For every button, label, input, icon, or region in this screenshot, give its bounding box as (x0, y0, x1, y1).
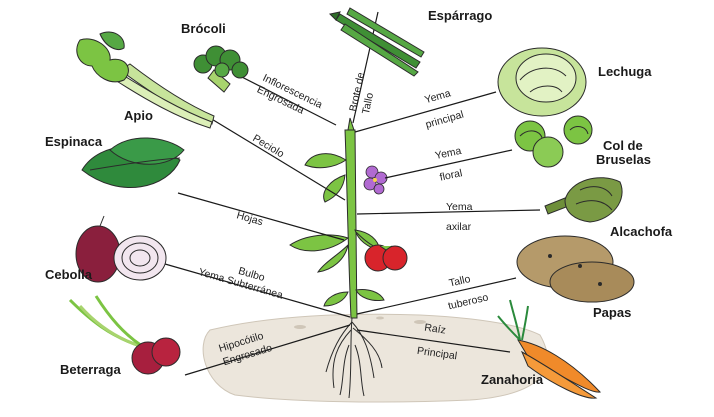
carrot-illustration (497, 299, 601, 399)
part-hojas: Hojas (235, 209, 264, 228)
label-col-de-bruselas-1: Col de (603, 138, 643, 153)
lettuce-illustration (497, 47, 587, 117)
onion-illustration (75, 215, 167, 283)
part-yema-axilar-2: axilar (446, 221, 472, 233)
label-alcachofa: Alcachofa (610, 224, 673, 239)
part-brote-2: Tallo (360, 92, 376, 116)
celery-illustration (76, 31, 215, 129)
plant-roots (325, 317, 383, 399)
brussels-sprouts-illustration (514, 115, 593, 168)
leader-lines (164, 11, 541, 376)
label-zanahoria: Zanahoria (481, 372, 544, 387)
part-yema-floral-1: Yema (434, 145, 463, 162)
part-raiz-principal-1: Raíz (424, 322, 447, 337)
beet-illustration (68, 295, 181, 375)
label-col-de-bruselas-2: Bruselas (596, 152, 651, 167)
part-tallo-tuberoso-1: Tallo (448, 273, 472, 290)
plant-flower (363, 165, 388, 195)
part-yema-principal-2: principal (424, 109, 465, 131)
label-espinaca: Espinaca (45, 134, 103, 149)
potatoes-illustration (516, 235, 635, 303)
label-apio: Apio (124, 108, 153, 123)
label-papas: Papas (593, 305, 631, 320)
part-tallo-tuberoso-2: tuberoso (447, 291, 490, 312)
plant-tomato (355, 231, 408, 272)
label-esparrago: Espárrago (428, 8, 492, 23)
part-raiz-principal-2: Principal (416, 345, 458, 362)
part-yema-principal-1: Yema (423, 87, 452, 106)
label-lechuga: Lechuga (598, 64, 652, 79)
asparagus-illustration (328, 7, 425, 77)
plant-stem (289, 117, 408, 319)
part-yema-axilar-1: Yema (446, 201, 473, 213)
soil (202, 313, 548, 403)
spinach-illustration (81, 137, 185, 189)
label-cebolla: Cebolla (45, 267, 93, 282)
label-beterraga: Beterraga (60, 362, 121, 377)
part-yema-floral-2: floral (439, 167, 464, 183)
artichoke-illustration (544, 177, 623, 223)
label-brocoli: Brócoli (181, 21, 226, 36)
broccoli-illustration (193, 45, 249, 93)
